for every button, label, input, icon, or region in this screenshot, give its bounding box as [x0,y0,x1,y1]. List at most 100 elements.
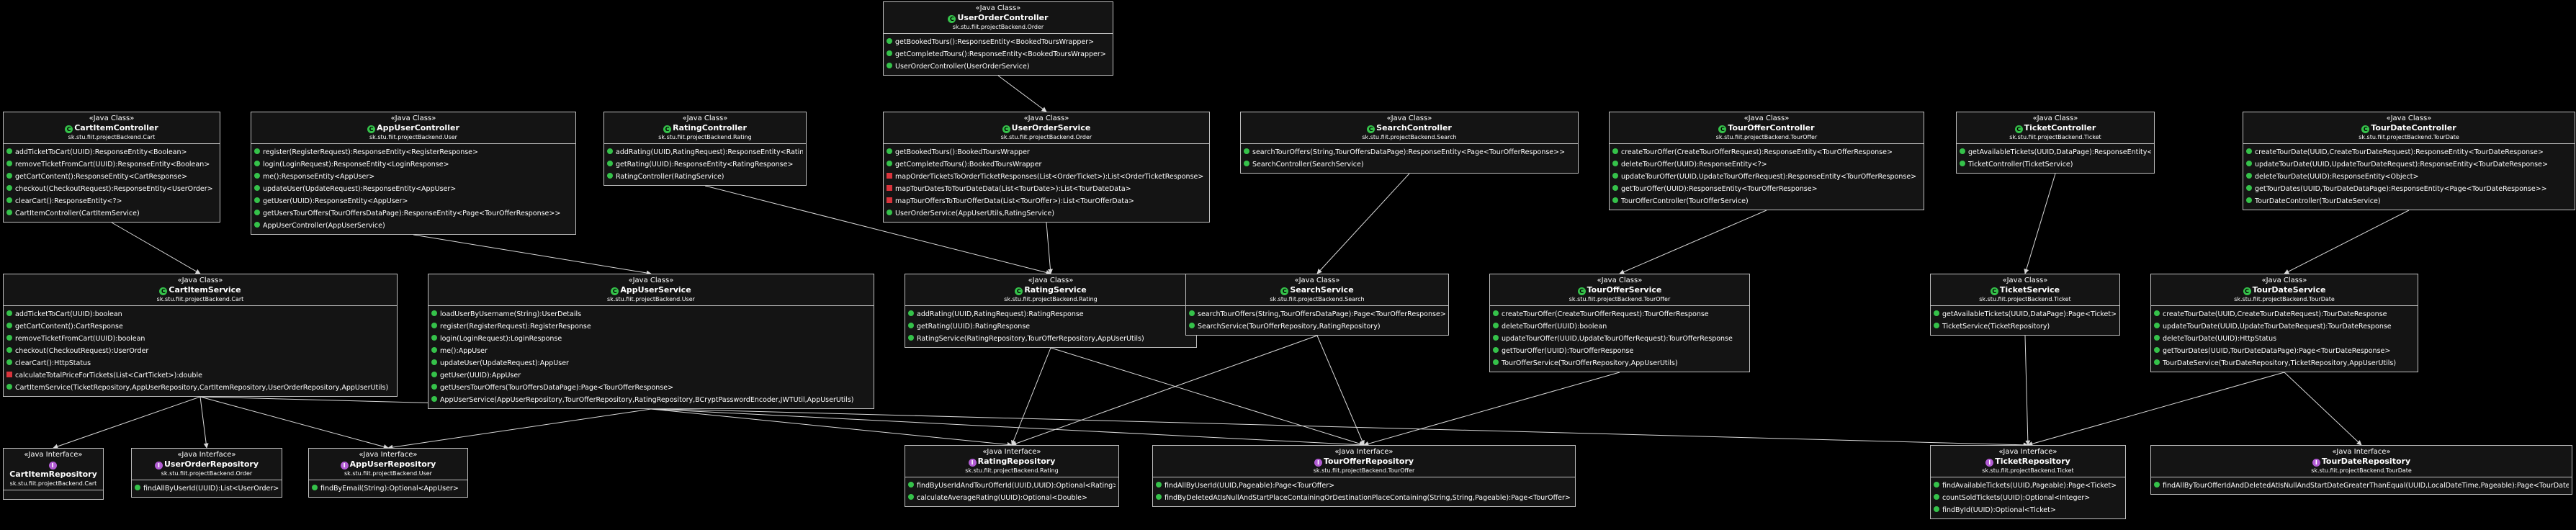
edge-ratingService-to-tourOfferRepository [1050,347,1365,446]
class-name-text: TourOfferService [1587,285,1662,295]
member-row: findById(UUID):Optional<Ticket> [1934,504,2122,516]
member-row: findAvailableTickets(UUID,Pageable):Page… [1934,480,2122,492]
member-row: AppUserService(AppUserRepository,TourOff… [431,394,871,406]
member-signature: getCompletedTours():ResponseEntity<Booke… [895,50,1106,58]
member-row: getUsersTourOffers(TourOffersDataPage):P… [431,382,871,394]
stereotype-label: «Java Class» [2261,277,2307,284]
stereotype-label: «Java Interface» [1334,448,1394,456]
member-list: getBookedTours():ResponseEntity<BookedTo… [884,34,1113,75]
public-marker-icon [908,310,914,316]
public-marker-icon [6,173,12,179]
member-signature: findByEmail(String):Optional<AppUser> [320,485,459,493]
member-row: deleteTourDate(UUID):HttpStatus [2154,333,2415,345]
edge-tourDateService-to-tourDateRepository [2284,372,2362,446]
member-row: removeTicketFromCart(UUID):boolean [6,333,394,345]
package-label: sk.stu.fiit.projectBackend.Order [952,24,1044,30]
stereotype-label: «Java Class» [1386,114,1432,122]
member-row: findAllByTourOfferIdAndDeletedAtIsNullAn… [2154,480,2569,492]
member-row: updateTourDate(UUID,UpdateTourDateReques… [2154,320,2415,333]
member-row: TourDateService(TourDateRepository,Ticke… [2154,357,2415,369]
member-row: TourOfferService(TourOfferRepository,App… [1493,357,1746,369]
public-marker-icon [6,161,12,166]
member-signature: getTourDates(UUID,TourDateDataPage):Resp… [2255,185,2547,193]
member-signature: updateUser(UpdateRequest):AppUser [440,359,569,367]
member-signature: login(LoginRequest):LoginResponse [440,335,562,343]
package-label: sk.stu.fiit.projectBackend.Order [1000,134,1092,140]
package-label: sk.stu.fiit.projectBackend.TourOffer [1715,134,1818,140]
public-marker-icon [1612,185,1618,191]
member-row: clearCart():HttpStatus [6,357,394,369]
member-signature: updateTourOffer(UUID,UpdateTourOfferRequ… [1502,335,1733,343]
class-name-text: TourOfferRepository [1323,457,1414,466]
edge-ticketController-to-ticketService [2024,173,2056,274]
member-list: createTourDate(UUID,CreateTourDateReques… [2151,306,2418,372]
public-marker-icon [2154,347,2160,353]
member-signature: getAvailableTickets(UUID,DataPage):Respo… [1968,148,2151,156]
member-signature: addTicketToCart(UUID):boolean [15,310,122,318]
member-row: TicketService(TicketRepository) [1934,320,2117,333]
member-signature: TourOfferController(TourOfferService) [1621,197,1749,205]
member-signature: getCartContent():ResponseEntity<CartResp… [15,173,188,181]
public-marker-icon [254,197,260,203]
member-row: getRating(UUID):RatingResponse [908,320,1193,333]
interface-icon: I [968,459,977,467]
public-marker-icon [6,310,12,316]
package-label: sk.stu.fiit.projectBackend.Ticket [1979,296,2071,302]
class-name: ICartItemRepository [5,459,102,480]
public-marker-icon [135,485,140,490]
member-row: getCompletedTours():ResponseEntity<Booke… [887,48,1110,60]
public-marker-icon [6,148,12,154]
public-marker-icon [2246,197,2252,203]
member-list: addTicketToCart(UUID):ResponseEntity<Boo… [4,144,220,222]
member-signature: addRating(UUID,RatingRequest):RatingResp… [917,310,1084,318]
public-marker-icon [607,173,613,179]
member-signature: getTourOffer(UUID):TourOfferResponse [1502,347,1634,355]
class-icon: C [2361,125,2370,133]
public-marker-icon [254,173,260,179]
member-signature: findAllByUserId(UUID):List<UserOrder> [143,485,279,493]
class-icon: C [1002,125,1010,133]
member-signature: UserOrderController(UserOrderService) [895,63,1030,71]
member-signature: getCartContent():CartResponse [15,323,123,331]
member-signature: deleteTourOffer(UUID):ResponseEntity<?> [1621,161,1767,169]
class-name-text: TourOfferController [1728,123,1815,132]
member-row: me():AppUser [431,345,871,357]
member-list: findByEmail(String):Optional<AppUser> [309,480,467,497]
class-name-text: UserOrderRepository [164,459,259,469]
public-marker-icon [887,148,892,154]
member-row: CartItemService(TicketRepository,AppUser… [6,382,394,394]
class-name-text: CartItemService [169,285,241,295]
class-icon: C [948,15,956,23]
public-marker-icon [1934,323,1939,328]
member-row: addTicketToCart(UUID):boolean [6,308,394,320]
member-row: updateTourDate(UUID,UpdateTourDateReques… [2246,158,2572,171]
public-marker-icon [2246,185,2252,191]
member-row: me():ResponseEntity<AppUser> [254,171,573,183]
public-marker-icon [908,494,914,500]
member-row: TourDateController(TourDateService) [2246,195,2572,207]
public-marker-icon [6,323,12,328]
class-icon: C [1280,287,1289,295]
member-row: register(RegisterRequest):ResponseEntity… [254,146,573,158]
member-row: UserOrderController(UserOrderService) [887,60,1110,73]
member-row: getUsersTourOffers(TourOffersDataPage):R… [254,207,573,220]
member-row: findAllByUserId(UUID,Pageable):Page<Tour… [1156,480,1572,492]
public-marker-icon [312,485,318,490]
member-row: loadUserByUsername(String):UserDetails [431,308,871,320]
member-row: findByDeletedAtIsNullAndStartPlaceContai… [1156,492,1572,504]
member-signature: findAllByUserId(UUID,Pageable):Page<Tour… [1164,482,1335,490]
